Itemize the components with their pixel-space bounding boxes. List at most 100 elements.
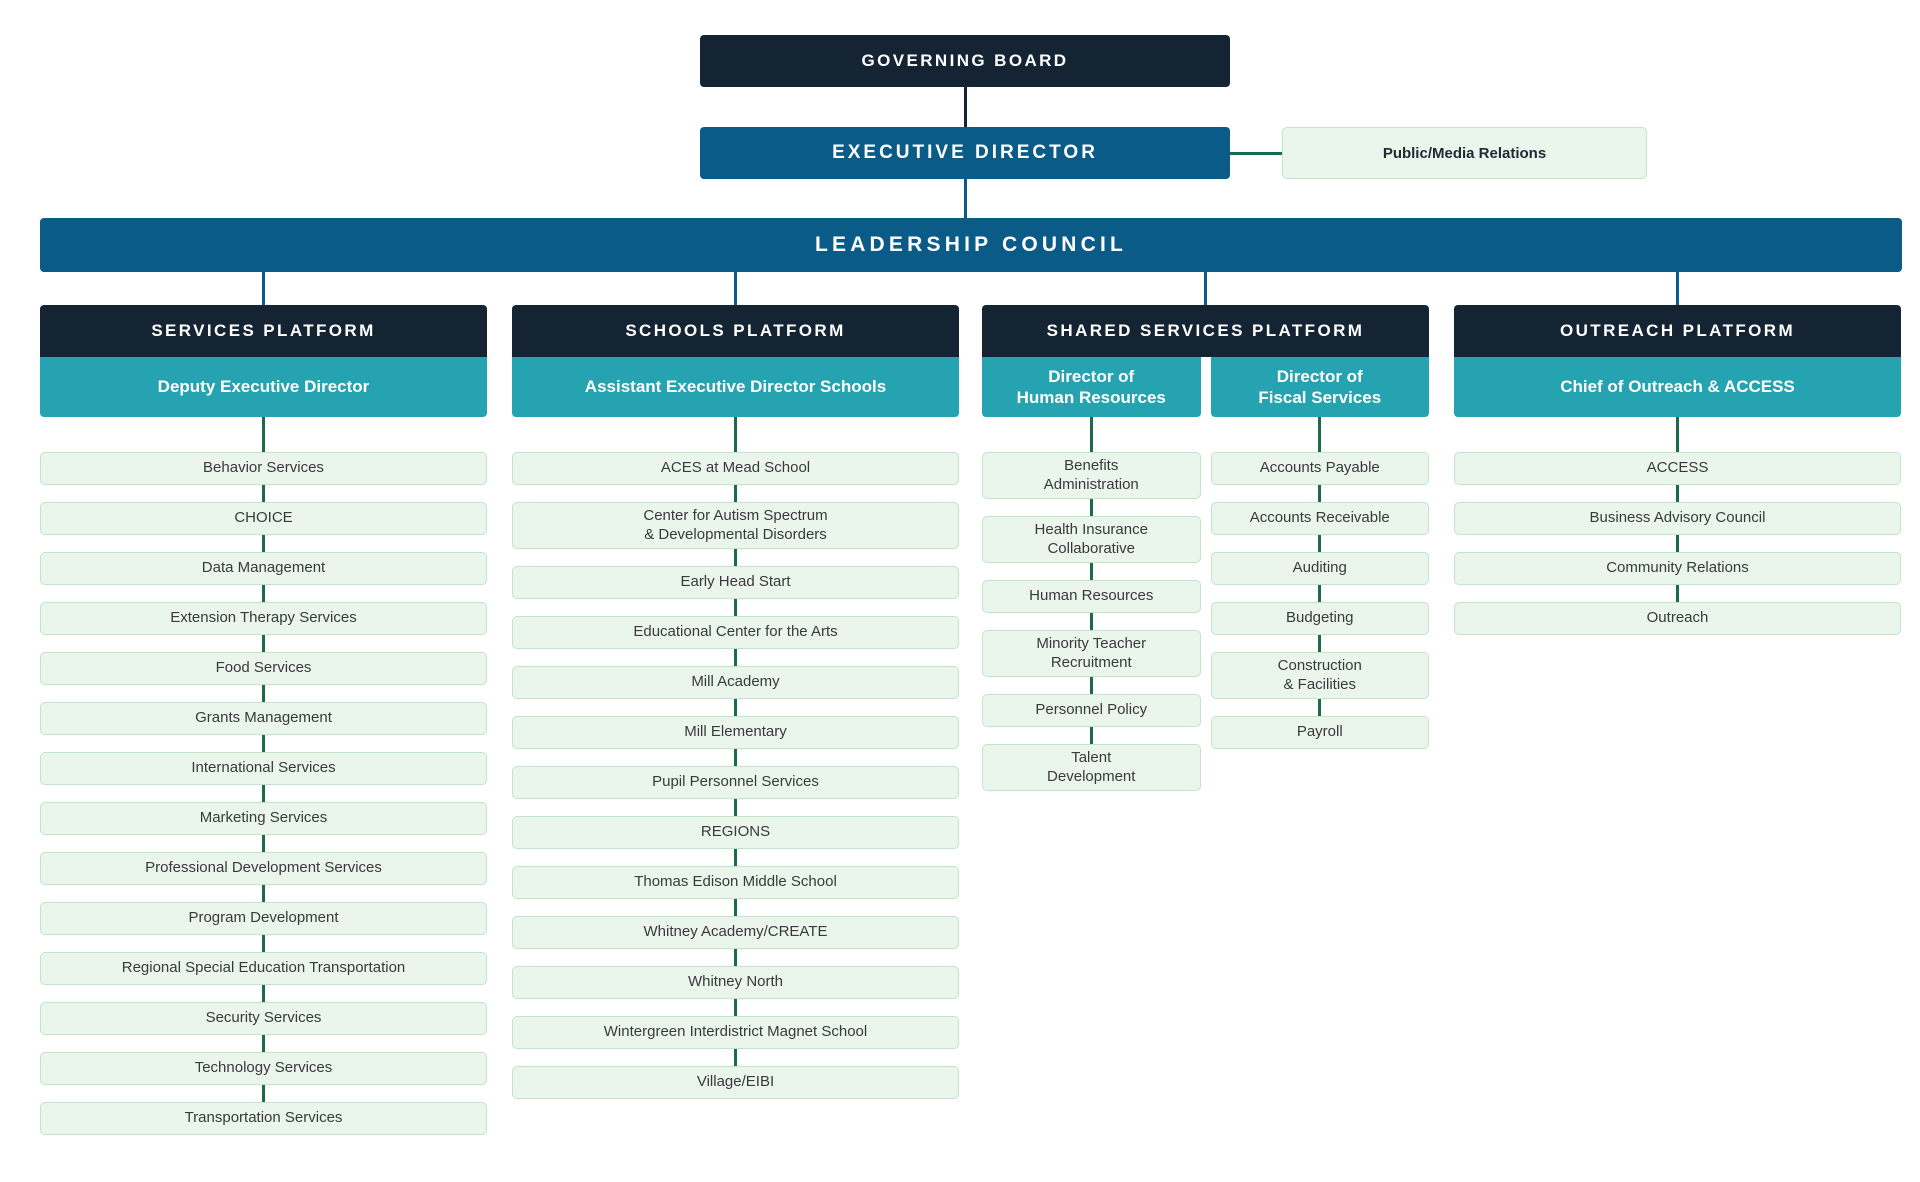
connector-leaf-1-0-5 (734, 699, 737, 716)
leaf-1-0-5[interactable]: Mill Elementary (512, 716, 959, 749)
leaf-1-0-11[interactable]: Wintergreen Interdistrict Magnet School (512, 1016, 959, 1049)
leaf-0-0-10[interactable]: Regional Special Education Transportatio… (40, 952, 487, 985)
connector-leaf-2-1-5 (1318, 699, 1322, 716)
role-title-1-0[interactable]: Assistant Executive Director Schools (512, 357, 959, 417)
connector-leaf-0-0-1 (262, 485, 265, 502)
connector-leaf-1-0-0 (734, 417, 737, 452)
leaf-1-0-2[interactable]: Early Head Start (512, 566, 959, 599)
leaf-1-0-3[interactable]: Educational Center for the Arts (512, 616, 959, 649)
leaf-2-1-3[interactable]: Budgeting (1210, 602, 1429, 635)
connector-leaf-2-0-1 (1089, 499, 1093, 516)
leaf-2-0-4[interactable]: Personnel Policy (982, 694, 1201, 727)
leaf-2-1-4[interactable]: Construction& Facilities (1210, 652, 1429, 699)
leaf-2-1-0[interactable]: Accounts Payable (1210, 452, 1429, 485)
connector-leaf-2-0-3 (1089, 613, 1093, 630)
connector-leaf-1-0-1 (734, 485, 737, 502)
leaf-0-0-12[interactable]: Technology Services (40, 1052, 487, 1085)
connector-leaf-0-0-5 (262, 685, 265, 702)
leaf-0-0-2[interactable]: Data Management (40, 552, 487, 585)
connector-leaf-2-1-2 (1318, 535, 1322, 552)
leaf-0-0-11[interactable]: Security Services (40, 1002, 487, 1035)
connector-leaf-1-0-3 (734, 599, 737, 616)
leaf-3-0-1[interactable]: Business Advisory Council (1454, 502, 1901, 535)
leaf-0-0-9[interactable]: Program Development (40, 902, 487, 935)
connector-board-to-director (963, 87, 967, 127)
connector-leaf-0-0-3 (262, 585, 265, 602)
leaf-0-0-5[interactable]: Grants Management (40, 702, 487, 735)
connector-director-to-council (963, 179, 967, 218)
leaf-1-0-9[interactable]: Whitney Academy/CREATE (512, 916, 959, 949)
connector-leaf-0-0-13 (262, 1085, 265, 1102)
leaf-1-0-7[interactable]: REGIONS (512, 816, 959, 849)
platform-title-2[interactable]: SHARED SERVICES PLATFORM (982, 305, 1429, 357)
connector-leaf-0-0-7 (262, 785, 265, 802)
leaf-1-0-8[interactable]: Thomas Edison Middle School (512, 866, 959, 899)
leaf-0-0-6[interactable]: International Services (40, 752, 487, 785)
leaf-3-0-3[interactable]: Outreach (1454, 602, 1901, 635)
connector-leaf-3-0-3 (1676, 585, 1679, 602)
leaf-0-0-8[interactable]: Professional Development Services (40, 852, 487, 885)
leaf-2-1-2[interactable]: Auditing (1210, 552, 1429, 585)
leaf-0-0-0[interactable]: Behavior Services (40, 452, 487, 485)
leaf-3-0-0[interactable]: ACCESS (1454, 452, 1901, 485)
executive-director-box[interactable]: EXECUTIVE DIRECTOR (700, 127, 1230, 179)
leaf-0-0-7[interactable]: Marketing Services (40, 802, 487, 835)
leaf-1-0-12[interactable]: Village/EIBI (512, 1066, 959, 1099)
platform-title-0[interactable]: SERVICES PLATFORM (40, 305, 487, 357)
connector-council-to-platform-2 (1204, 272, 1207, 305)
leaf-2-1-1[interactable]: Accounts Receivable (1210, 502, 1429, 535)
leaf-0-0-3[interactable]: Extension Therapy Services (40, 602, 487, 635)
connector-leaf-1-0-8 (734, 849, 737, 866)
connector-leaf-0-0-11 (262, 985, 265, 1002)
connector-leaf-1-0-4 (734, 649, 737, 666)
connector-leaf-3-0-0 (1676, 417, 1679, 452)
governing-board-box[interactable]: GOVERNING BOARD (700, 35, 1230, 87)
connector-leaf-1-0-11 (734, 999, 737, 1016)
leaf-3-0-2[interactable]: Community Relations (1454, 552, 1901, 585)
leaf-2-1-5[interactable]: Payroll (1210, 716, 1429, 749)
connector-council-to-platform-3 (1676, 272, 1679, 305)
connector-leaf-2-0-4 (1089, 677, 1093, 694)
leaf-1-0-10[interactable]: Whitney North (512, 966, 959, 999)
connector-leaf-3-0-2 (1676, 535, 1679, 552)
connector-leaf-2-1-4 (1318, 635, 1322, 652)
connector-leaf-0-0-2 (262, 535, 265, 552)
leaf-1-0-4[interactable]: Mill Academy (512, 666, 959, 699)
connector-leaf-0-0-4 (262, 635, 265, 652)
leaf-0-0-1[interactable]: CHOICE (40, 502, 487, 535)
public-media-relations-box[interactable]: Public/Media Relations (1282, 127, 1647, 179)
platform-title-3[interactable]: OUTREACH PLATFORM (1454, 305, 1901, 357)
connector-leaf-0-0-6 (262, 735, 265, 752)
connector-leaf-2-1-3 (1318, 585, 1322, 602)
connector-leaf-2-1-1 (1318, 485, 1322, 502)
connector-leaf-2-0-5 (1089, 727, 1093, 744)
role-title-3-0[interactable]: Chief of Outreach & ACCESS (1454, 357, 1901, 417)
leadership-council-box[interactable]: LEADERSHIP COUNCIL (40, 218, 1902, 272)
leaf-1-0-0[interactable]: ACES at Mead School (512, 452, 959, 485)
connector-leaf-0-0-8 (262, 835, 265, 852)
leaf-1-0-1[interactable]: Center for Autism Spectrum& Developmenta… (512, 502, 959, 549)
connector-leaf-1-0-2 (734, 549, 737, 566)
leaf-1-0-6[interactable]: Pupil Personnel Services (512, 766, 959, 799)
connector-council-to-platform-1 (734, 272, 737, 305)
platform-title-1[interactable]: SCHOOLS PLATFORM (512, 305, 959, 357)
role-title-0-0[interactable]: Deputy Executive Director (40, 357, 487, 417)
connector-director-to-pmr (1230, 151, 1282, 155)
connector-leaf-0-0-9 (262, 885, 265, 902)
connector-leaf-1-0-6 (734, 749, 737, 766)
connector-council-to-platform-0 (262, 272, 265, 305)
leaf-0-0-13[interactable]: Transportation Services (40, 1102, 487, 1135)
leaf-2-0-2[interactable]: Human Resources (982, 580, 1201, 613)
connector-leaf-2-0-2 (1089, 563, 1093, 580)
connector-leaf-1-0-7 (734, 799, 737, 816)
connector-leaf-3-0-1 (1676, 485, 1679, 502)
leaf-0-0-4[interactable]: Food Services (40, 652, 487, 685)
connector-leaf-1-0-12 (734, 1049, 737, 1066)
